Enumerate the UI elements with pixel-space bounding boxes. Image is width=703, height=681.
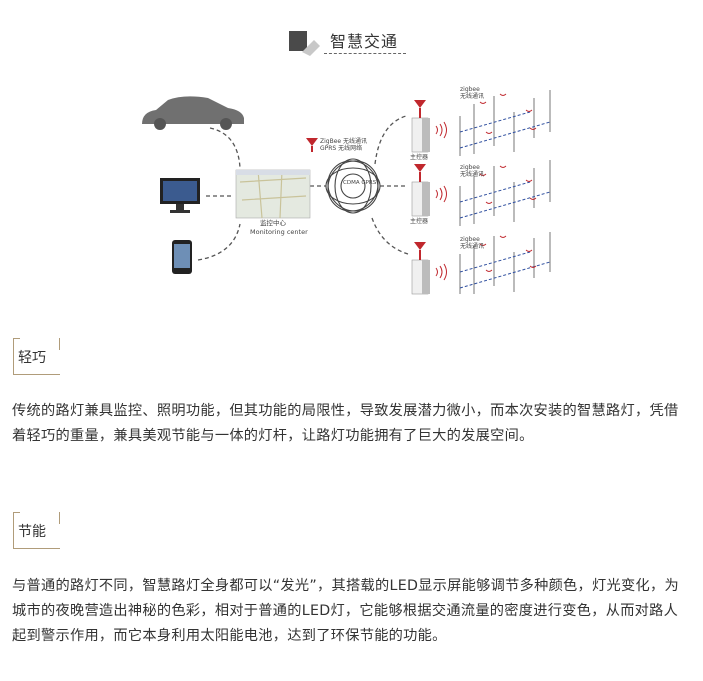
- streetlight-grids: [459, 90, 551, 294]
- center-label-en: Monitoring center: [250, 228, 308, 236]
- page-title: 智慧交通: [330, 32, 399, 51]
- controller-cabinets: [411, 100, 430, 295]
- center-label-cn: 监控中心: [260, 219, 286, 227]
- zigbee-sub-2: 无线通讯: [460, 171, 485, 178]
- section-heading: 轻巧: [18, 350, 46, 366]
- phone-icon: [172, 240, 192, 274]
- network-cloud-icon: [325, 158, 381, 214]
- title-underline: [324, 53, 406, 54]
- section-paragraph: 传统的路灯兼具监控、照明功能，但其功能的局限性，导致发展潜力微小，而本次安装的智…: [12, 403, 679, 444]
- car-icon: [142, 96, 244, 130]
- antenna-small-icon: [306, 138, 318, 152]
- map-screen-icon: [235, 169, 311, 219]
- diagram-graphics: [142, 90, 551, 295]
- section-heading-box: 轻巧: [13, 338, 60, 375]
- zigbee-title-2: zigbee: [460, 164, 480, 171]
- zigbee-sub-1: 无线通讯: [460, 93, 485, 100]
- header-square-icon: [289, 31, 320, 56]
- zigbee-sub-3: 无线通讯: [460, 243, 485, 250]
- section-paragraph: 与普通的路灯不同，智慧路灯全身都可以“发光”，其搭载的LED显示屏能够调节多种颜…: [12, 578, 679, 644]
- wireless-label-2: GPRS 无线网络: [320, 145, 363, 152]
- section-header: 智慧交通: [288, 26, 418, 62]
- lamp-signal-marks: [479, 93, 537, 272]
- section-heading: 节能: [18, 524, 46, 540]
- controller-label-2: 主控器: [410, 218, 429, 225]
- controller-label-1: 主控器: [410, 154, 429, 161]
- link-network-top: [374, 115, 407, 165]
- desktop-monitor-icon: [160, 178, 200, 213]
- signal-waves: [435, 121, 447, 281]
- zigbee-title-1: zigbee: [460, 86, 480, 93]
- network-label: CDMA GPRS: [343, 180, 377, 186]
- wireless-label-1: ZigBee 无线通讯: [320, 138, 367, 145]
- zigbee-title-3: zigbee: [460, 236, 480, 243]
- section-heading-box: 节能: [13, 512, 60, 549]
- link-network-bottom: [371, 217, 409, 255]
- smart-traffic-diagram: 监控中心 Monitoring center CDMA GPRS ZigBee …: [130, 82, 590, 300]
- link-car-center: [209, 127, 241, 169]
- link-phone-center: [197, 223, 241, 261]
